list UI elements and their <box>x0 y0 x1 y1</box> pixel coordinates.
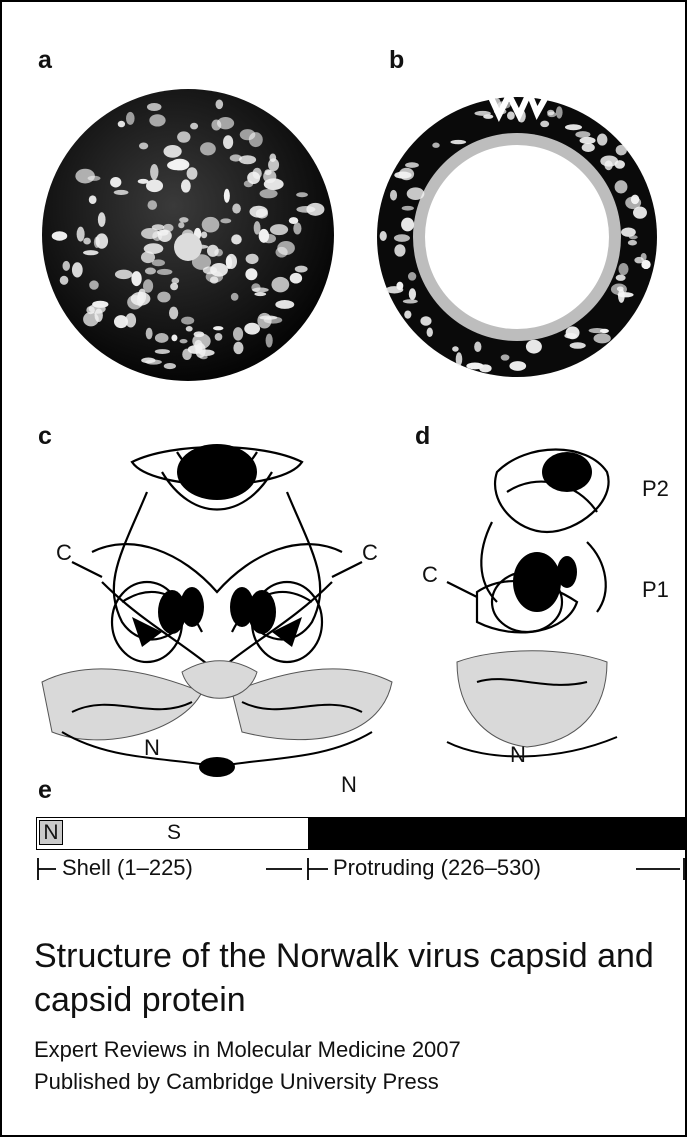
panel-c-c-terminus-right: C <box>362 540 378 566</box>
panel-d-p2-domain-label: P2 <box>642 476 669 502</box>
panel-c-n-terminus-right: N <box>341 772 357 798</box>
sequence-bar: N S <box>36 817 686 850</box>
n-segment: N <box>39 820 63 845</box>
capsid-dimer-ribbon-image <box>32 432 402 792</box>
protruding-range-label: Protruding (226–530) <box>333 855 541 881</box>
panel-b-letter: b <box>389 46 404 75</box>
panel-c-n-terminus-left: N <box>144 735 160 761</box>
panel-d-c-terminus: C <box>422 562 438 588</box>
figure-credit: Expert Reviews in Molecular Medicine 200… <box>34 1034 684 1098</box>
credit-publisher: Published by Cambridge University Press <box>34 1066 684 1098</box>
panel-d-p1-domain-label: P1 <box>642 577 669 603</box>
capsid-surface-image <box>38 85 338 385</box>
panel-d-letter: d <box>415 422 430 451</box>
capsid-cross-section-image <box>369 85 669 385</box>
panel-e-letter: e <box>38 776 52 805</box>
s-segment-label: S <box>167 821 181 845</box>
protruding-segment <box>308 818 685 849</box>
credit-journal: Expert Reviews in Molecular Medicine 200… <box>34 1034 684 1066</box>
panel-d-n-terminus: N <box>510 742 526 768</box>
shell-range-label: Shell (1–225) <box>62 855 193 881</box>
figure-title: Structure of the Norwalk virus capsid an… <box>34 934 684 1022</box>
panel-a-letter: a <box>38 46 52 75</box>
panel-c-c-terminus-left: C <box>56 540 72 566</box>
capsid-monomer-ribbon-image <box>437 432 637 772</box>
